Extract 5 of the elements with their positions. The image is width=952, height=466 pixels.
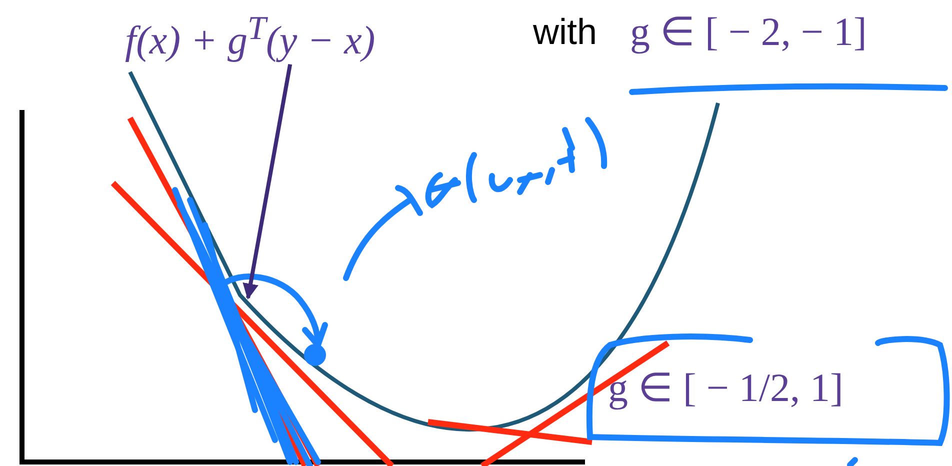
interval-text: g ∈ [ − 2, − 1] <box>630 12 867 52</box>
interval-text: g ∈ [ − 1/2, 1] <box>608 368 844 408</box>
leader-line <box>242 64 292 300</box>
connector-word: with <box>533 14 598 50</box>
formula-text: f(x) + g$^{T}$(y − x) <box>125 12 376 60</box>
